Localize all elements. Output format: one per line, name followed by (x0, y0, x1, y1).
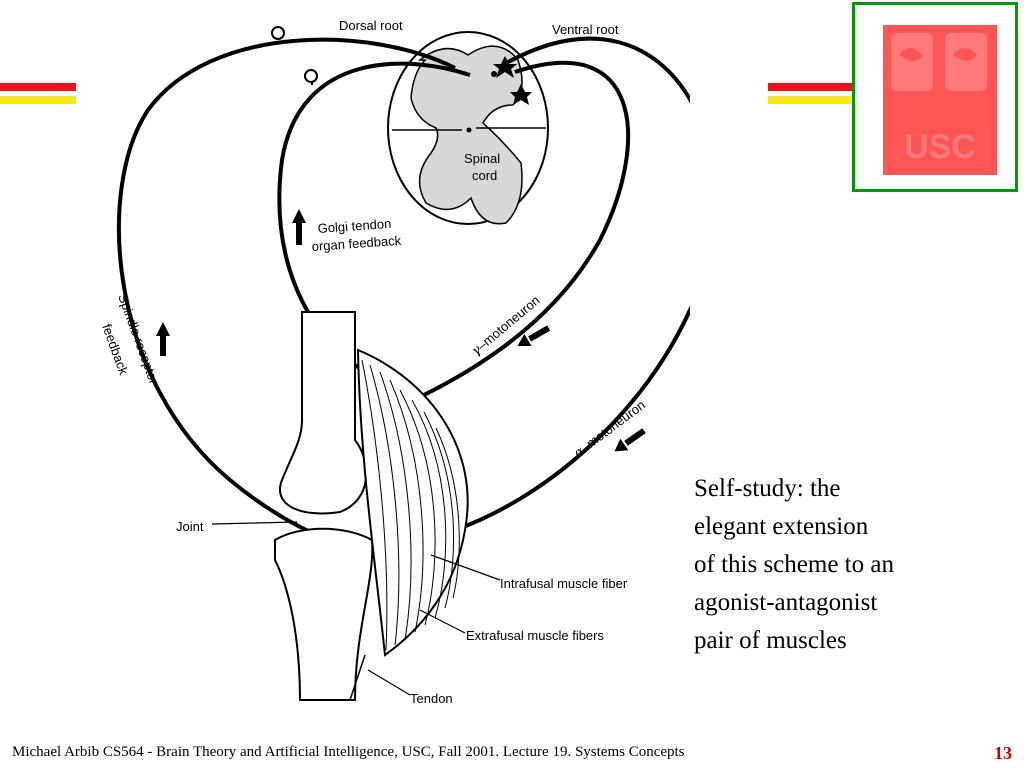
label-pointers (211, 521, 501, 696)
gamma-motoneuron-path (391, 60, 631, 412)
usc-logo-frame: USC (852, 2, 1018, 192)
logo-text: USC (904, 128, 976, 166)
extrafusal-label: Extrafusal muscle fibers (466, 628, 604, 643)
stretch-reflex-diagram: Dorsal root Ventral root Spinal cord Gol… (99, 18, 690, 706)
self-study-caption: Self-study: the elegant extension of thi… (694, 470, 994, 660)
left-red-stripe (0, 83, 76, 91)
right-yellow-stripe (768, 96, 852, 104)
joint-label: Joint (176, 519, 204, 534)
alpha-arrow-down-icon (614, 428, 646, 452)
alpha-label-text: –motoneuron (578, 397, 648, 455)
motoneuron-cell-bodies (491, 56, 532, 105)
spindle-feedback-path (116, 37, 456, 567)
intrafusal-label: Intrafusal muscle fiber (500, 576, 628, 591)
neural-pathways (116, 36, 690, 567)
dorsal-root-ganglia (271, 26, 318, 85)
direction-arrows (156, 209, 646, 452)
caption-line: elegant extension (694, 513, 869, 540)
usc-logo: USC (883, 25, 997, 175)
spindle-label-line2: feedback (99, 322, 131, 377)
caption-line: agonist-antagonist (694, 589, 878, 616)
logo-brain-icon (891, 33, 987, 91)
slide-footer: Michael Arbib CS564 - Brain Theory and A… (12, 744, 685, 760)
left-yellow-stripe (0, 96, 76, 104)
alpha-motoneuron-label: α–motoneuron (571, 397, 649, 461)
muscle (349, 348, 469, 701)
golgi-arrow-up-icon (292, 209, 306, 245)
spinal-cord (387, 31, 549, 225)
ventral-root-label: Ventral root (552, 22, 619, 37)
caption-line: Self-study: the (694, 475, 841, 502)
tendon-label: Tendon (410, 691, 453, 706)
dorsal-root-label: Dorsal root (339, 18, 403, 33)
lower-bone (274, 527, 374, 701)
spinal-cord-label-line1: Spinal (464, 151, 500, 166)
golgi-label-line2: organ feedback (311, 233, 402, 254)
page-number: 13 (994, 743, 1012, 763)
spinal-cord-label-line2: cord (472, 168, 497, 183)
caption-line: of this scheme to an (694, 551, 894, 578)
right-red-stripe (768, 83, 852, 91)
caption-line: pair of muscles (694, 627, 847, 654)
svg-text:α–motoneuron: α–motoneuron (571, 397, 649, 461)
golgi-label-line1: Golgi tendon (317, 216, 392, 236)
spindle-arrow-up-icon (156, 322, 170, 356)
bone-joint (274, 311, 374, 701)
gamma-arrow-down-icon (517, 325, 551, 347)
upper-bone (279, 311, 368, 515)
alpha-motoneuron-path (454, 36, 690, 532)
